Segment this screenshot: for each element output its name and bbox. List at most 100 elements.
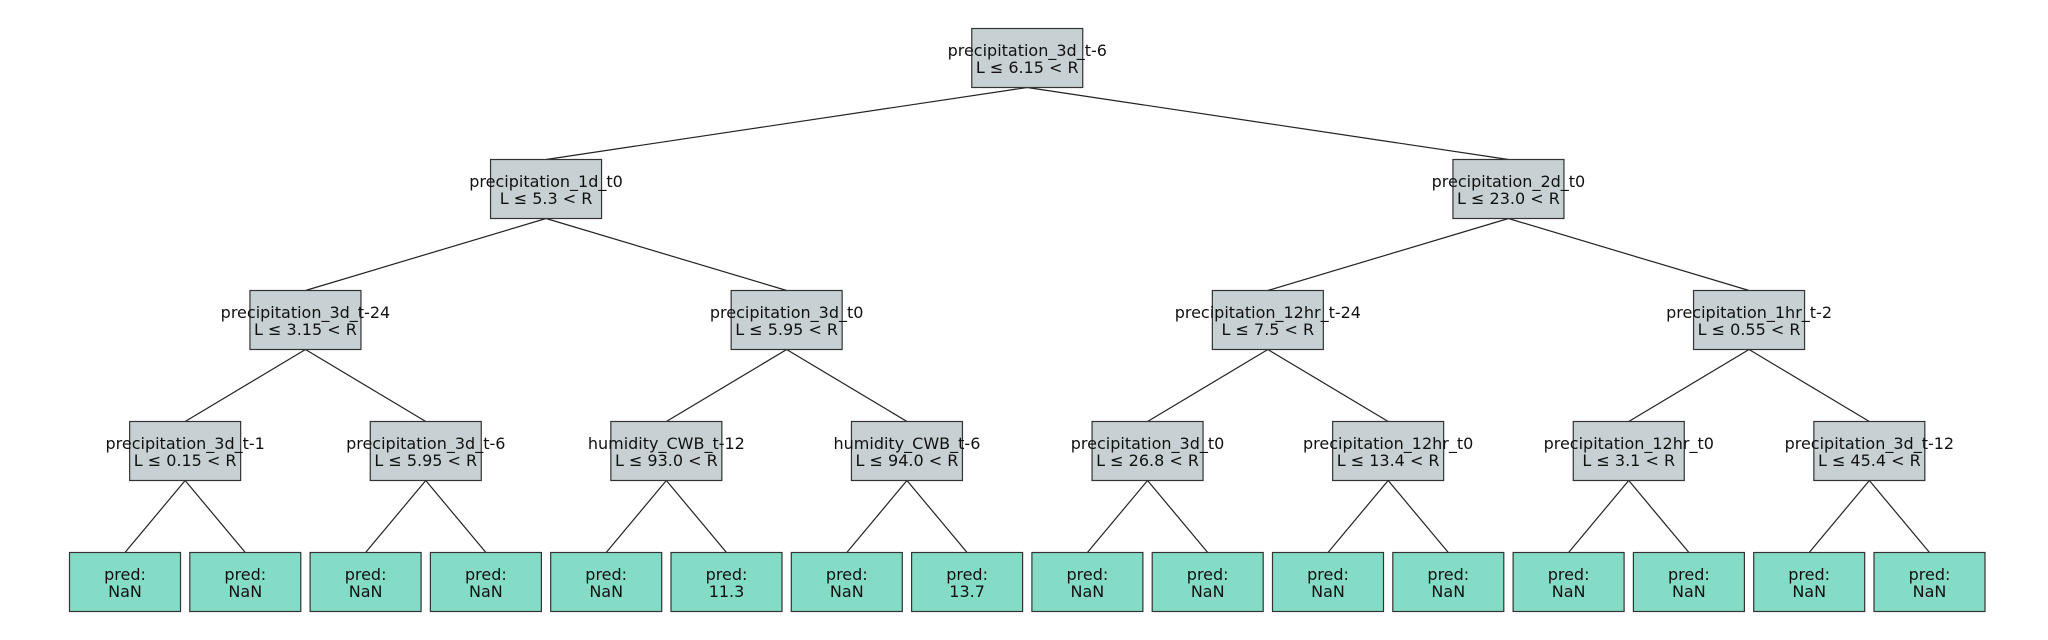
leaf-pred-label: pred: — [224, 565, 266, 584]
split-box — [249, 289, 362, 351]
split-feature-label: precipitation_3d_t-1 — [105, 434, 264, 454]
split-feature-label: humidity_CWB_t-12 — [588, 434, 745, 454]
tree-edge — [1868, 480, 1930, 553]
split-feature-label: precipitation_3d_t-6 — [948, 41, 1107, 61]
split-box — [1332, 420, 1445, 482]
split-feature-label: precipitation_12hr_t-24 — [1175, 303, 1361, 323]
leaf-node: pred:NaN — [1632, 551, 1746, 613]
leaf-pred-label: pred: — [1187, 565, 1229, 584]
split-rule-label: L ≤ 94.0 < R — [856, 451, 959, 470]
leaf-box — [1873, 551, 1986, 613]
tree-edge — [1027, 86, 1509, 161]
split-node: precipitation_1hr_t-2L ≤ 0.55 < R — [1666, 289, 1832, 351]
split-node: precipitation_3d_t-12L ≤ 45.4 < R — [1785, 420, 1955, 482]
leaf-pred-label: pred: — [1668, 565, 1710, 584]
leaf-pred-value: NaN — [228, 582, 262, 601]
split-feature-label: precipitation_3d_t-6 — [346, 434, 505, 454]
tree-edge — [605, 480, 667, 553]
leaf-pred-label: pred: — [1548, 565, 1590, 584]
leaf-pred-label: pred: — [946, 565, 988, 584]
split-feature-label: precipitation_1hr_t-2 — [1666, 303, 1832, 323]
split-rule-label: L ≤ 0.15 < R — [134, 451, 237, 470]
split-rule-label: L ≤ 7.5 < R — [1222, 320, 1315, 339]
leaf-node: pred:NaN — [1873, 551, 1986, 613]
split-rule-label: L ≤ 13.4 < R — [1337, 451, 1440, 470]
leaf-pred-label: pred: — [465, 565, 507, 584]
leaf-pred-label: pred: — [1427, 565, 1469, 584]
leaf-box — [550, 551, 663, 613]
split-feature-label: precipitation_3d_t0 — [710, 303, 864, 323]
split-feature-label: precipitation_12hr_t0 — [1544, 434, 1714, 454]
leaf-node: pred:NaN — [68, 551, 182, 613]
tree-edge — [1267, 348, 1389, 423]
tree-edge — [1508, 217, 1750, 292]
tree-edges — [124, 86, 1930, 553]
split-node: humidity_CWB_t-12L ≤ 93.0 < R — [588, 420, 745, 482]
split-node: precipitation_3d_t-6L ≤ 6.15 < R — [948, 27, 1107, 89]
leaf-pred-label: pred: — [826, 565, 868, 584]
leaf-node: pred:13.7 — [910, 551, 1024, 613]
leaf-box — [1512, 551, 1625, 613]
split-node: precipitation_12hr_t0L ≤ 3.1 < R — [1544, 420, 1714, 482]
split-rule-label: L ≤ 26.8 < R — [1096, 451, 1199, 470]
leaf-pred-label: pred: — [585, 565, 627, 584]
tree-edge — [1267, 217, 1509, 292]
leaf-box — [1392, 551, 1505, 613]
split-rule-label: L ≤ 3.15 < R — [254, 320, 357, 339]
tree-edge — [365, 480, 427, 553]
tree-edge — [786, 348, 908, 423]
split-feature-label: precipitation_2d_t0 — [1432, 172, 1586, 192]
split-box — [850, 420, 964, 482]
leaf-pred-value: NaN — [469, 582, 503, 601]
leaf-pred-label: pred: — [1307, 565, 1349, 584]
leaf-node: pred:NaN — [1753, 551, 1866, 613]
split-rule-label: L ≤ 45.4 < R — [1818, 451, 1921, 470]
split-box — [1091, 420, 1204, 482]
leaf-pred-label: pred: — [1067, 565, 1109, 584]
tree-edge — [665, 480, 727, 553]
leaf-node: pred:NaN — [429, 551, 542, 613]
tree-edge — [1628, 348, 1750, 423]
split-node: precipitation_3d_t-1L ≤ 0.15 < R — [105, 420, 265, 482]
split-box — [730, 289, 843, 351]
leaf-pred-value: 13.7 — [949, 582, 985, 601]
leaf-box — [1031, 551, 1144, 613]
leaf-pred-value: 11.3 — [709, 582, 745, 601]
split-node: precipitation_3d_t-6L ≤ 5.95 < R — [346, 420, 505, 482]
leaf-pred-value: NaN — [108, 582, 142, 601]
leaf-node: pred:NaN — [1512, 551, 1625, 613]
split-node: precipitation_3d_t0L ≤ 5.95 < R — [710, 289, 864, 351]
tree-edge — [846, 480, 908, 553]
tree-edge — [545, 86, 1028, 161]
leaf-box — [309, 551, 422, 613]
split-rule-label: L ≤ 0.55 < R — [1698, 320, 1801, 339]
leaf-box — [670, 551, 783, 613]
leaf-pred-value: NaN — [1913, 582, 1947, 601]
split-box — [489, 158, 603, 220]
leaf-box — [68, 551, 182, 613]
tree-edge — [1748, 348, 1870, 423]
leaf-pred-label: pred: — [1909, 565, 1951, 584]
leaf-pred-value: NaN — [1672, 582, 1706, 601]
split-feature-label: precipitation_3d_t-12 — [1785, 434, 1955, 454]
split-rule-label: L ≤ 6.15 < R — [976, 58, 1079, 77]
split-feature-label: precipitation_12hr_t0 — [1303, 434, 1473, 454]
tree-edge — [906, 480, 968, 553]
split-box — [1452, 158, 1565, 220]
leaf-box — [910, 551, 1024, 613]
leaf-pred-value: NaN — [589, 582, 623, 601]
leaf-node: pred:NaN — [790, 551, 903, 613]
split-box — [129, 420, 242, 482]
leaf-node: pred:NaN — [550, 551, 663, 613]
tree-edge — [666, 348, 787, 423]
tree-nodes: precipitation_3d_t-6L ≤ 6.15 < Rprecipit… — [68, 27, 1986, 613]
leaf-node: pred:NaN — [309, 551, 422, 613]
tree-edge — [1808, 480, 1870, 553]
split-rule-label: L ≤ 93.0 < R — [615, 451, 718, 470]
split-node: precipitation_3d_t-24L ≤ 3.15 < R — [221, 289, 390, 351]
leaf-pred-value: NaN — [1552, 582, 1586, 601]
split-node: humidity_CWB_t-6L ≤ 94.0 < R — [834, 420, 980, 482]
tree-edge — [1628, 480, 1690, 553]
split-box — [1813, 420, 1926, 482]
